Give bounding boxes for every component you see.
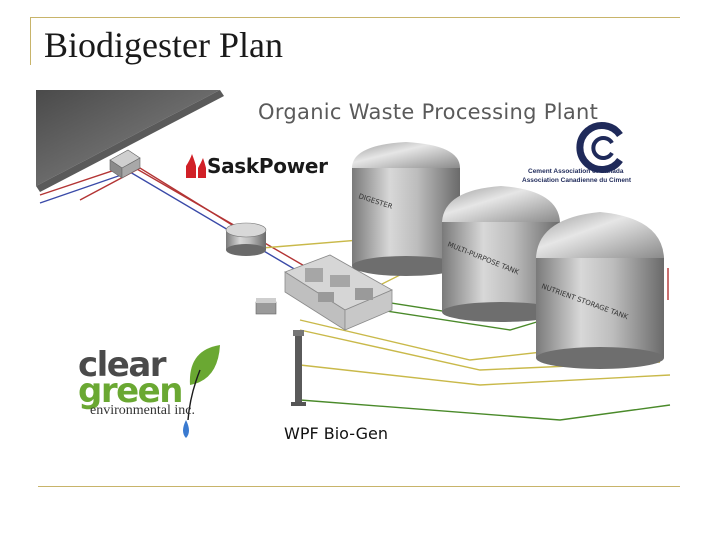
clear-green-leaf-icon (187, 345, 220, 421)
frame-bottom-line (38, 486, 680, 487)
cement-association-logo-icon (576, 122, 623, 173)
cleargreen-word-green: green (78, 371, 183, 411)
saskpower-flame-icon (186, 154, 206, 178)
saskpower-name: SaskPower (207, 154, 328, 178)
slide-title: Biodigester Plan (44, 25, 283, 65)
cleargreen-tagline: environmental inc. (90, 403, 195, 418)
frame-top-line (30, 17, 680, 18)
processing-unit (284, 254, 393, 331)
flare-stack (291, 330, 306, 406)
pump-box (255, 298, 277, 315)
cement-association-name-en: Cement Association of Canada (528, 168, 624, 175)
multi-purpose-tank: MULTI-PURPOSE TANK (442, 186, 560, 322)
frame-left-line (30, 17, 31, 65)
small-cylinder-tank (225, 222, 267, 256)
building-slab (36, 90, 224, 192)
control-box (109, 149, 141, 179)
plant-heading: Organic Waste Processing Plant (258, 100, 599, 124)
cement-association-name-fr: Association Canadienne du Ciment (522, 177, 632, 184)
cleargreen-word-clear: clear (78, 345, 167, 385)
water-drop-icon (183, 420, 189, 438)
diagram-caption: WPF Bio-Gen (284, 424, 389, 443)
nutrient-storage-tank: NUTRIENT STORAGE TANK (536, 212, 664, 369)
